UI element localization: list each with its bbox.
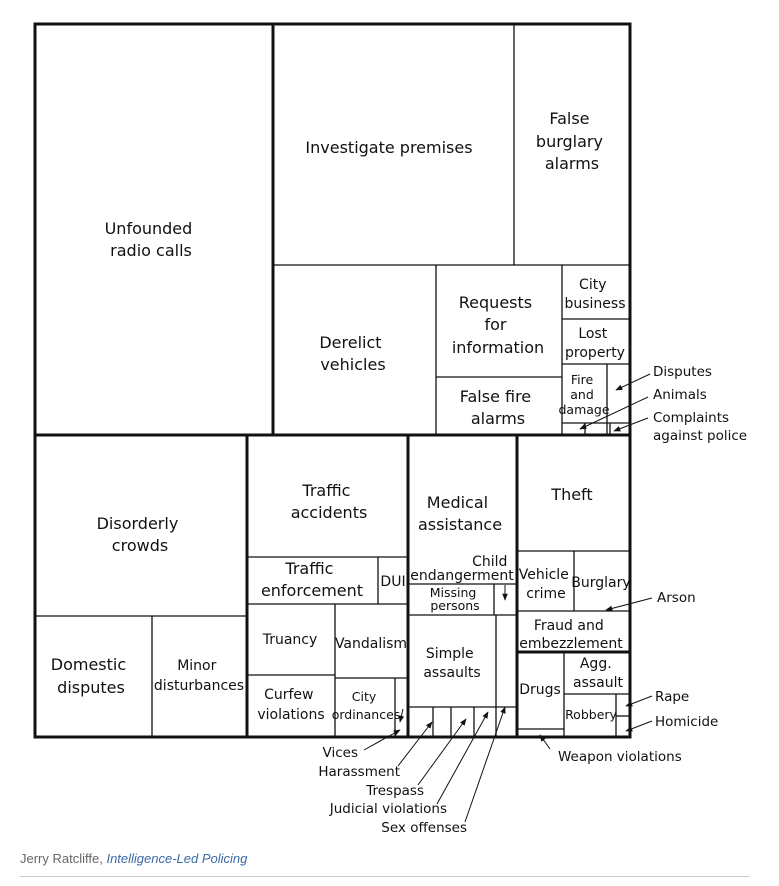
thick-dividers — [33, 22, 632, 739]
callout-complaints-against-police: Complaints against police — [653, 410, 747, 444]
cell-simple-assaults: Simple assaults — [423, 646, 480, 681]
callout-rape: Rape — [655, 689, 689, 705]
cell-derelict-vehicles: Derelict vehicles — [319, 333, 386, 374]
callout-disputes: Disputes — [653, 364, 712, 380]
cell-traffic-accidents: Traffic accidents — [291, 481, 368, 522]
cell-city-business: City business — [564, 277, 625, 312]
cell-domestic-disputes: Domestic disputes — [51, 655, 131, 697]
cell-vandalism: Vandalism — [335, 636, 407, 652]
cell-curfew-violations: Curfew violations — [257, 687, 324, 723]
cell-investigate-premises: Investigate premises — [305, 138, 472, 157]
cell-robbery: Robbery — [565, 707, 617, 722]
cell-drugs: Drugs — [519, 682, 561, 698]
callout-arrows — [363, 373, 653, 823]
credit-book-link[interactable]: Intelligence-Led Policing — [106, 851, 248, 866]
cell-vehicle-crime: Vehicle crime — [519, 567, 574, 602]
cell-false-fire-alarms: False fire alarms — [460, 387, 537, 428]
cell-city-ordinances: City ordinances — [332, 689, 401, 722]
callout-labels: Disputes Animals Complaints against poli… — [318, 364, 747, 836]
cell-disorderly-crowds: Disorderly crowds — [97, 514, 184, 555]
callout-weapon-violations: Weapon violations — [558, 749, 682, 765]
cell-truancy: Truancy — [262, 632, 318, 648]
footer-divider — [20, 876, 750, 877]
cell-fire-and-damage: Fire and damage — [558, 372, 609, 417]
cell-child-endangerment: Child endangerment — [410, 554, 514, 584]
callout-trespass: Trespass — [365, 783, 424, 799]
callout-homicide: Homicide — [655, 714, 718, 730]
cell-lost-property: Lost property — [565, 326, 625, 361]
cell-agg-assault: Agg. assault — [573, 656, 624, 691]
callout-animals: Animals — [653, 387, 707, 403]
thin-dividers — [35, 24, 630, 737]
inner-arrows — [398, 585, 508, 723]
cell-labels: Unfounded radio calls Investigate premis… — [51, 109, 631, 723]
cell-false-burglary-alarms: False burglary alarms — [536, 109, 608, 173]
cell-minor-disturbances: Minor disturbances — [154, 658, 244, 694]
image-credit: Jerry Ratcliffe, Intelligence-Led Polici… — [20, 851, 247, 866]
cell-requests-for-information: Requests for information — [452, 293, 544, 357]
callout-vices: Vices — [323, 745, 358, 761]
credit-author: Jerry Ratcliffe, — [20, 851, 107, 866]
callout-harassment: Harassment — [318, 764, 400, 780]
callout-judicial-violations: Judicial violations — [329, 801, 447, 817]
cell-missing-persons: Missing persons — [430, 585, 481, 613]
cell-burglary: Burglary — [571, 575, 630, 591]
cell-unfounded-radio-calls: Unfounded radio calls — [105, 219, 198, 260]
cell-medical-assistance: Medical assistance — [418, 493, 502, 534]
cell-theft: Theft — [550, 485, 592, 504]
callout-sex-offenses: Sex offenses — [381, 820, 467, 836]
callout-arson: Arson — [657, 590, 696, 606]
cell-fraud-and-embezzlement: Fraud and embezzlement — [519, 618, 623, 652]
treemap-diagram: Unfounded radio calls Investigate premis… — [33, 22, 747, 836]
cell-dui: DUI — [380, 574, 405, 590]
cell-traffic-enforcement: Traffic enforcement — [261, 559, 363, 600]
